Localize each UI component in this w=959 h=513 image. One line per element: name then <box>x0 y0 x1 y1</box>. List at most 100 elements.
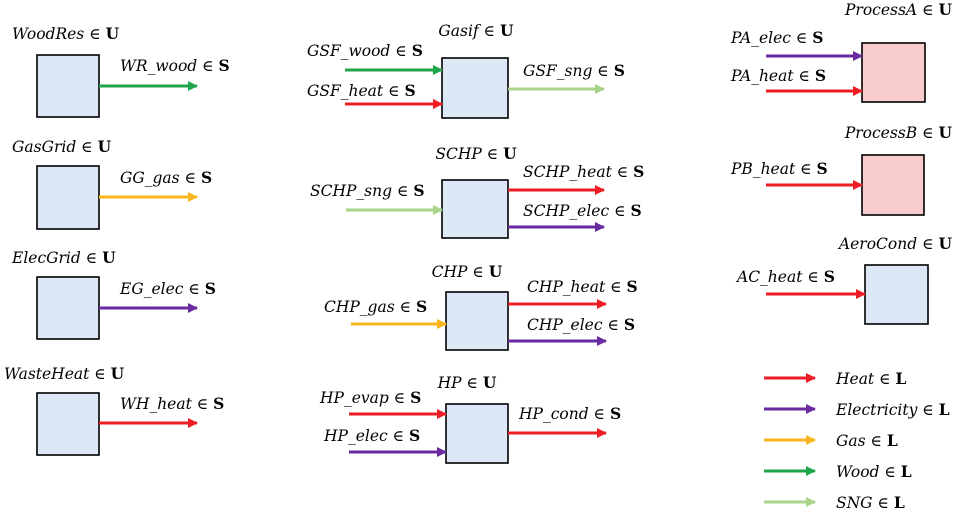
stream-wr-wood-label-member-symbol: ∈ <box>197 57 218 75</box>
legend-gas-label-set: L <box>887 431 898 450</box>
stream-hp-cond-label: HP_cond ∈ S <box>518 404 621 423</box>
gasif-box <box>441 57 509 119</box>
elecgrid-box <box>36 276 100 340</box>
stream-pa-elec-label: PA_elec ∈ S <box>730 28 823 47</box>
elecgrid-title-member-symbol: ∈ <box>81 249 102 267</box>
schp-title-member-symbol: ∈ <box>482 145 503 163</box>
stream-hp-cond-label-name: HP_cond <box>518 405 589 423</box>
chp-box <box>445 291 509 351</box>
stream-schp-sng-label-name: SCHP_sng <box>310 182 392 200</box>
legend-gas-label: Gas ∈ L <box>836 431 898 450</box>
processb-title-set: U <box>938 123 952 142</box>
processb-title: ProcessB ∈ U <box>844 123 953 142</box>
gasif-title-name: Gasif <box>438 22 482 40</box>
hp-box <box>445 403 509 464</box>
stream-wr-wood-label-set: S <box>219 56 230 75</box>
gasgrid-title-name: GasGrid <box>12 138 76 156</box>
stream-eg-elec-label-member-symbol: ∈ <box>183 280 204 298</box>
legend-heat-label: Heat ∈ L <box>835 369 907 388</box>
processb-box <box>861 154 925 216</box>
aerocond-title-name: AeroCond <box>837 235 917 253</box>
stream-gsf-wood-label-member-symbol: ∈ <box>390 42 411 60</box>
gasgrid-title: GasGrid ∈ U <box>12 137 112 156</box>
legend-wood-label-member-symbol: ∈ <box>879 463 900 481</box>
stream-hp-elec-label: HP_elec ∈ S <box>323 426 420 445</box>
legend-heat-label-set: L <box>896 369 907 388</box>
stream-ac-heat-label: AC_heat ∈ S <box>735 267 835 286</box>
stream-eg-elec-label: EG_elec ∈ S <box>119 279 216 298</box>
stream-schp-heat-label-name: SCHP_heat <box>523 163 613 181</box>
processa-title-member-symbol: ∈ <box>917 1 938 19</box>
wasteheat-title-member-symbol: ∈ <box>89 365 110 383</box>
legend-electricity-label-member-symbol: ∈ <box>917 401 938 419</box>
wasteheat-title: WasteHeat ∈ U <box>4 364 125 383</box>
stream-schp-elec-label-member-symbol: ∈ <box>609 202 630 220</box>
stream-eg-elec-label-set: S <box>205 279 216 298</box>
stream-wh-heat-label: WH_heat ∈ S <box>120 394 224 413</box>
stream-chp-heat-label-name: CHP_heat <box>527 278 606 296</box>
legend-wood-label-name: Wood <box>836 463 880 481</box>
woodres-title-set: U <box>106 24 120 43</box>
stream-chp-gas-label: CHP_gas ∈ S <box>324 297 427 316</box>
legend-sng-label-set: L <box>894 493 905 512</box>
legend-wood-label: Wood ∈ L <box>836 462 912 481</box>
stream-chp-elec-label-set: S <box>624 315 635 334</box>
stream-pb-heat-label-name: PB_heat <box>730 160 796 178</box>
processa-title: ProcessA ∈ U <box>844 0 952 19</box>
gasgrid-title-set: U <box>98 137 112 156</box>
gasif-title: Gasif ∈ U <box>438 21 514 40</box>
stream-wh-heat-label-member-symbol: ∈ <box>192 395 213 413</box>
aerocond-title: AeroCond ∈ U <box>837 234 953 253</box>
stream-pa-heat-label: PA_heat ∈ S <box>730 66 826 85</box>
stream-hp-evap-label-set: S <box>410 388 421 407</box>
stream-pa-heat-label-member-symbol: ∈ <box>794 67 815 85</box>
processa-title-set: U <box>938 0 952 19</box>
stream-hp-evap-label-name: HP_evap <box>319 389 389 407</box>
legend-sng-label: SNG ∈ L <box>836 493 905 512</box>
stream-schp-sng-label-member-symbol: ∈ <box>392 182 413 200</box>
aerocond-title-set: U <box>938 234 952 253</box>
wasteheat-title-set: U <box>111 364 125 383</box>
aerocond-box <box>864 264 929 325</box>
wasteheat-title-name: WasteHeat <box>4 365 90 383</box>
stream-gg-gas-label-set: S <box>201 168 212 187</box>
stream-gg-gas-label-name: GG_gas <box>120 169 180 187</box>
stream-chp-gas-label-member-symbol: ∈ <box>395 298 416 316</box>
legend-sng-label-name: SNG <box>836 494 873 512</box>
stream-ac-heat-label-member-symbol: ∈ <box>802 268 823 286</box>
stream-gsf-sng-label: GSF_sng ∈ S <box>523 61 625 80</box>
schp-box <box>441 179 509 239</box>
stream-hp-cond-label-member-symbol: ∈ <box>589 405 610 423</box>
legend-sng-label-member-symbol: ∈ <box>873 494 894 512</box>
stream-gsf-sng-label-member-symbol: ∈ <box>592 62 613 80</box>
stream-hp-elec-label-set: S <box>409 426 420 445</box>
stream-wr-wood-label-name: WR_wood <box>120 57 197 75</box>
stream-schp-heat-label-member-symbol: ∈ <box>612 163 633 181</box>
stream-chp-elec-label-member-symbol: ∈ <box>603 316 624 334</box>
legend-gas-label-member-symbol: ∈ <box>866 432 887 450</box>
elecgrid-title-name: ElecGrid <box>11 249 81 267</box>
chp-title-name: CHP <box>432 263 468 281</box>
stream-hp-evap-label-member-symbol: ∈ <box>389 389 410 407</box>
stream-pb-heat-label: PB_heat ∈ S <box>730 159 828 178</box>
elecgrid-title-set: U <box>102 248 116 267</box>
stream-chp-elec-label: CHP_elec ∈ S <box>527 315 635 334</box>
stream-gsf-wood-label: GSF_wood ∈ S <box>307 41 423 60</box>
stream-chp-elec-label-name: CHP_elec <box>527 316 603 334</box>
legend-wood-label-set: L <box>901 462 912 481</box>
stream-chp-heat-label-member-symbol: ∈ <box>605 278 626 296</box>
stream-ac-heat-label-set: S <box>824 267 835 286</box>
hp-title-set: U <box>483 373 497 392</box>
legend-heat-label-member-symbol: ∈ <box>874 370 895 388</box>
stream-schp-elec-label: SCHP_elec ∈ S <box>523 201 642 220</box>
stream-hp-evap-label: HP_evap ∈ S <box>319 388 421 407</box>
stream-gsf-wood-label-name: GSF_wood <box>307 42 390 60</box>
schp-title-name: SCHP <box>435 145 482 163</box>
elecgrid-title: ElecGrid ∈ U <box>11 248 116 267</box>
gasif-title-member-symbol: ∈ <box>479 22 500 40</box>
stream-gg-gas-label: GG_gas ∈ S <box>120 168 212 187</box>
legend-heat-label-name: Heat <box>835 370 875 388</box>
stream-chp-gas-label-set: S <box>416 297 427 316</box>
